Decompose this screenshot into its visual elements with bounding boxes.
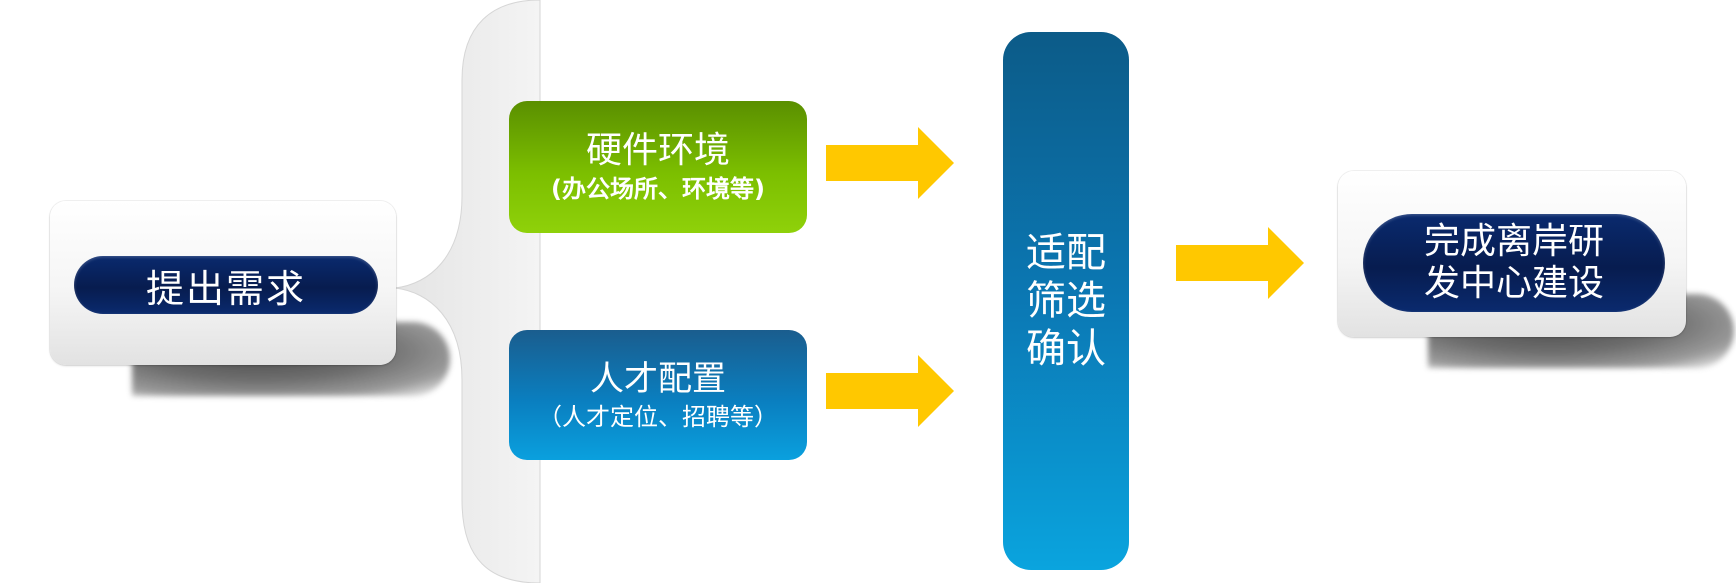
talent-box: 人才配置 （人才定位、招聘等） [509,330,807,460]
start-pill: 提出需求 [74,256,378,314]
arrow-screening-to-result [1176,227,1304,299]
hardware-subtitle: (办公场所、环境等) [551,175,765,203]
screening-box: 适配筛选确认 [1003,32,1129,570]
arrow-shape [826,127,954,199]
arrow-hardware-to-screening [826,127,954,199]
hardware-box: 硬件环境 (办公场所、环境等) [509,101,807,233]
result-pill: 完成离岸研发中心建设 [1363,214,1665,312]
screening-label: 适配筛选确认 [1026,230,1106,372]
bracket-shape [394,0,541,583]
result-label: 完成离岸研发中心建设 [1423,221,1604,304]
talent-title: 人才配置 [590,359,726,399]
start-label: 提出需求 [145,266,306,311]
hardware-title: 硬件环境 [585,130,730,171]
arrow-shape [826,355,954,427]
arrow-shape [1176,227,1304,299]
talent-subtitle: （人才定位、招聘等） [538,403,778,431]
arrow-talent-to-screening [826,355,954,427]
